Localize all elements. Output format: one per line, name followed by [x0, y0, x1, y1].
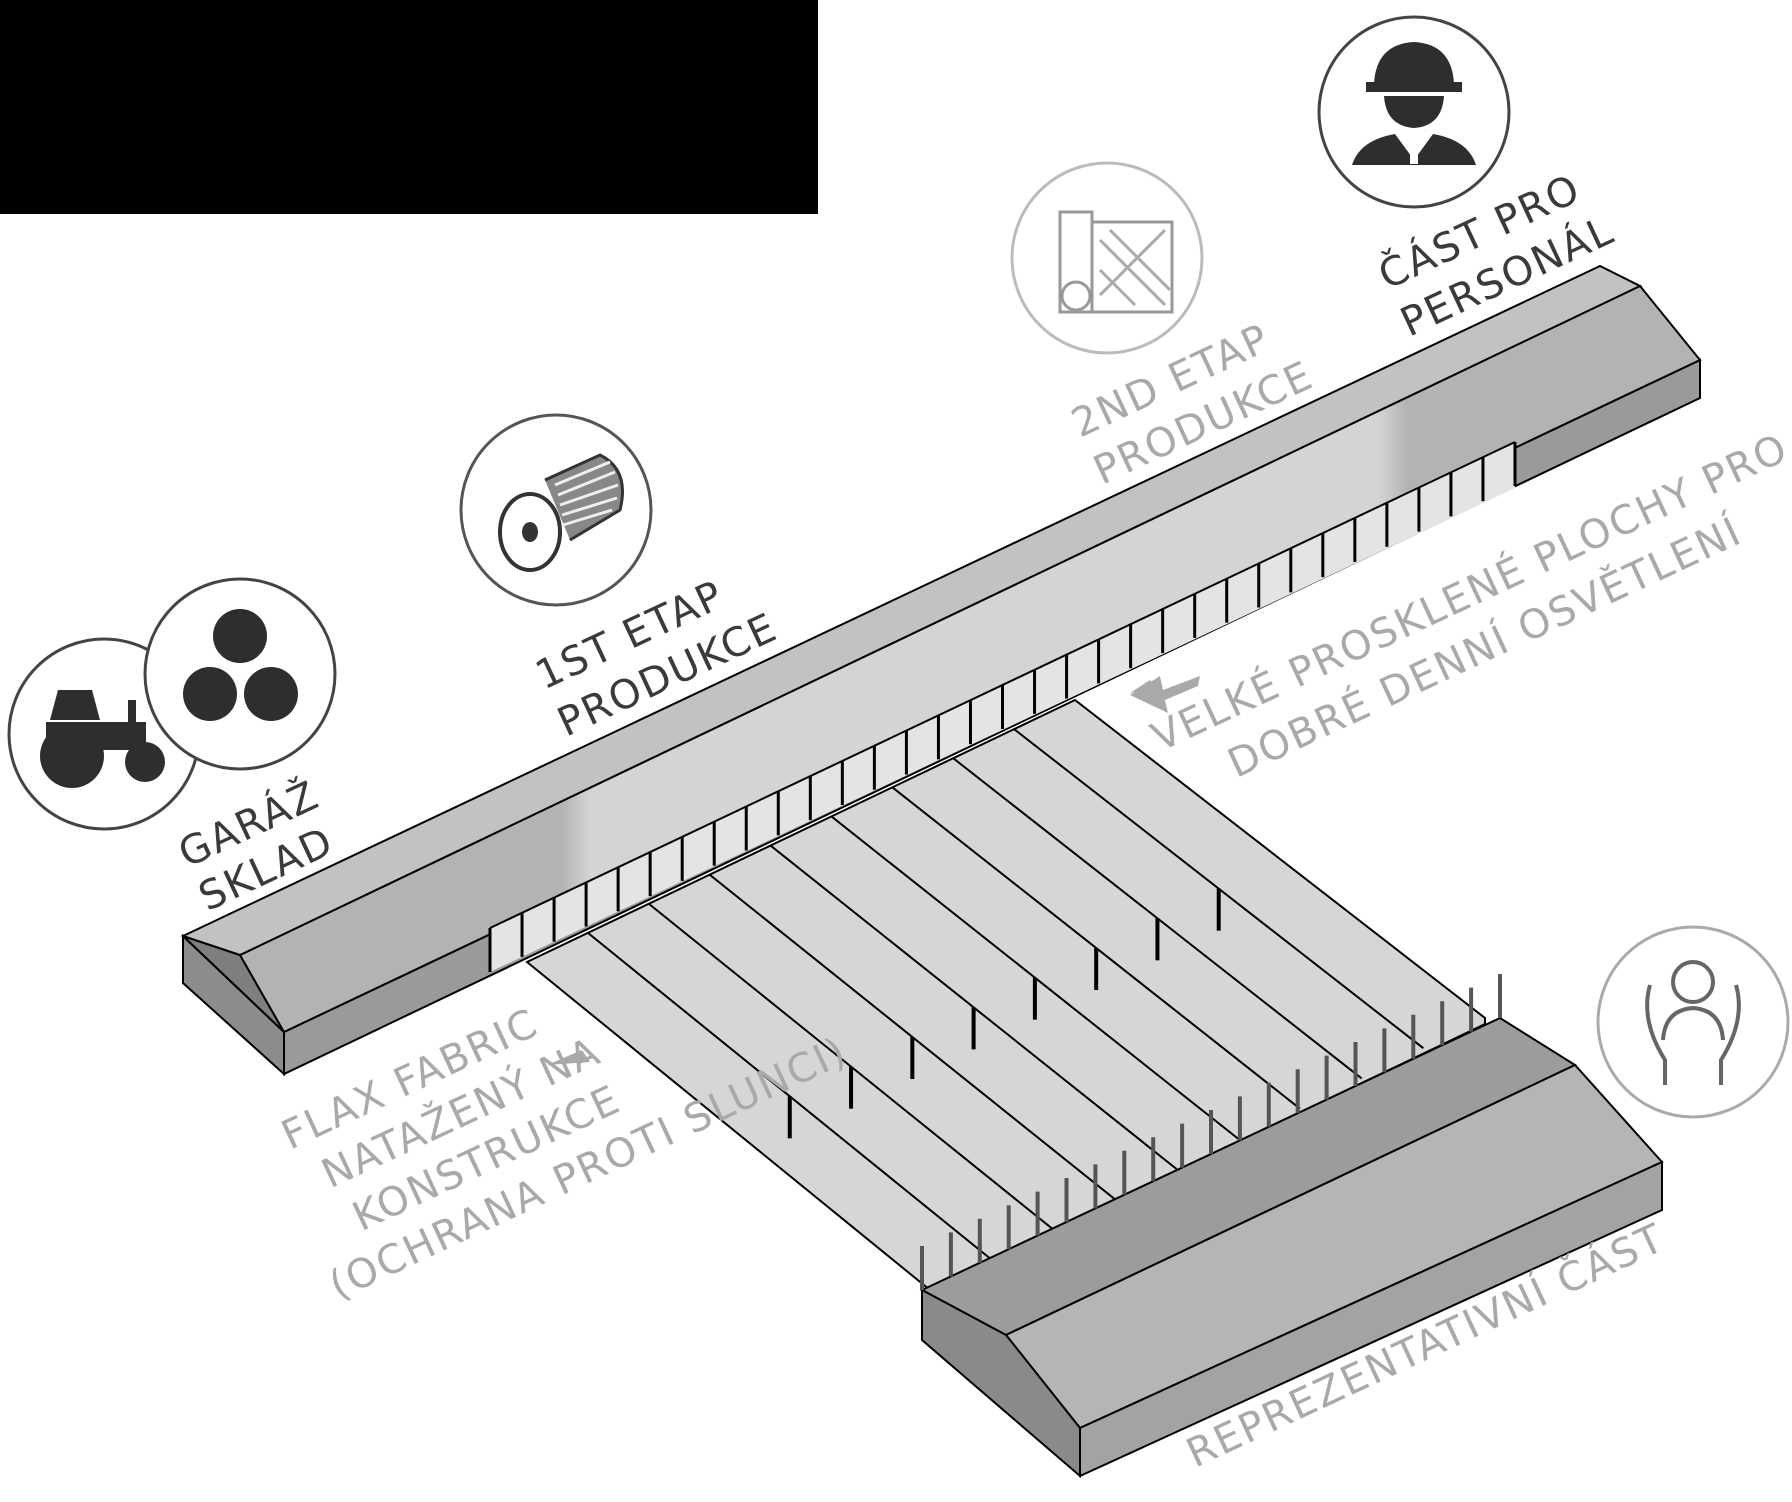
canopy-ribs: [587, 728, 1424, 1261]
main-building: [180, 264, 1702, 1077]
sun-arrows: [547, 1050, 590, 1065]
fabric-canopy: [525, 698, 1486, 1292]
redacted-block: [0, 0, 818, 214]
fabric-roll-icon: [1010, 161, 1204, 355]
glazing-mullions: [488, 442, 1517, 972]
light-arrows: [1130, 676, 1200, 713]
representative-building: [919, 974, 1664, 1479]
representative-posts: [920, 974, 1502, 1290]
thread-spool-icon: [459, 413, 653, 607]
canopy-posts: [787, 888, 1221, 1139]
canopy-rib: [1013, 728, 1424, 1050]
worker-icon: [1317, 15, 1511, 209]
bales-icon: [143, 577, 337, 771]
hands-person-icon: [1596, 925, 1790, 1119]
